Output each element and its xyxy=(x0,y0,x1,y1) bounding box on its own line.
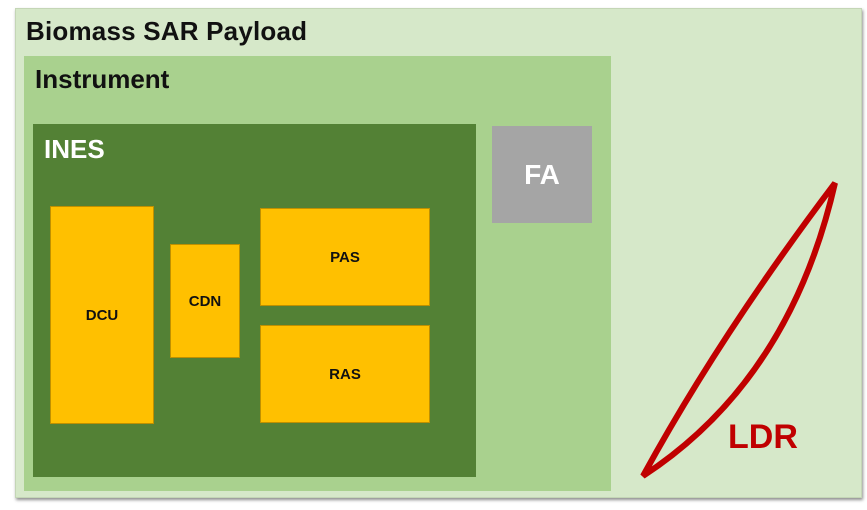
cdn-label: CDN xyxy=(188,292,222,310)
pas-box: PAS xyxy=(260,208,430,306)
ines-title: INES xyxy=(44,134,105,164)
dcu-box: DCU xyxy=(50,206,154,424)
ldr-outline xyxy=(640,181,838,479)
fa-box: FA xyxy=(492,126,592,223)
dcu-label: DCU xyxy=(85,306,119,324)
payload-title: Biomass SAR Payload xyxy=(26,16,308,46)
instrument-title: Instrument xyxy=(35,64,170,94)
fa-label: FA xyxy=(524,158,560,190)
pas-label: PAS xyxy=(330,248,360,266)
ldr-label: LDR xyxy=(728,418,798,456)
ras-label: RAS xyxy=(329,365,361,383)
cdn-box: CDN xyxy=(170,244,240,358)
ras-box: RAS xyxy=(260,325,430,423)
